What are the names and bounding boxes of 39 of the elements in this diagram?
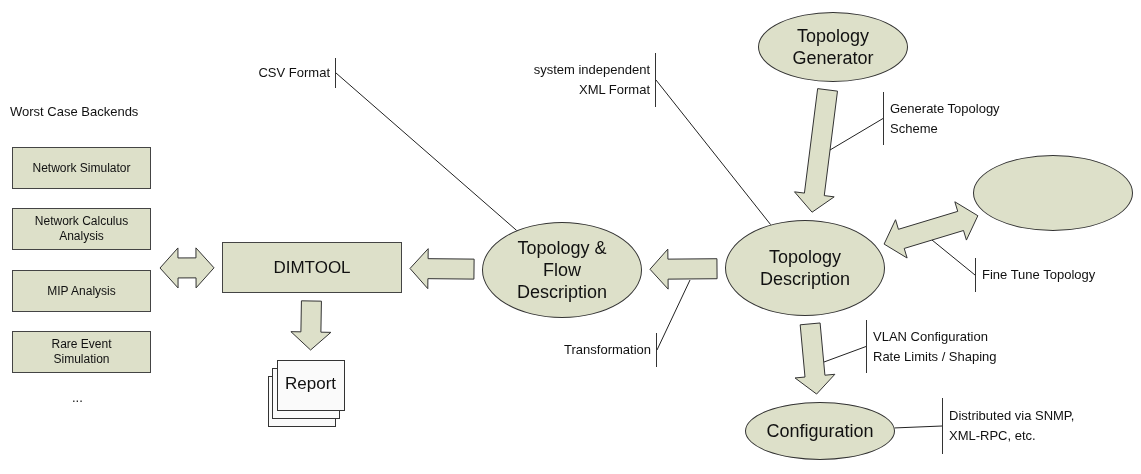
node-label: Network Calculus Analysis (33, 214, 130, 244)
leader-line (656, 279, 691, 351)
leader-line (894, 425, 943, 429)
node-label: Topology Generator (791, 25, 875, 69)
block-arrow (649, 248, 718, 290)
callout-text: Distributed via SNMP, XML-RPC, etc. (949, 407, 1076, 445)
callout-text: CSV Format (258, 64, 330, 82)
double-block-arrow (883, 201, 979, 259)
leader-line (931, 239, 976, 276)
node-label: Configuration (766, 420, 874, 442)
callout-text: system independent XML Format (532, 61, 650, 99)
callout-text: VLAN Configuration Rate Limits / Shaping (873, 327, 998, 366)
callout-text: Fine Tune Topology (982, 266, 1096, 284)
callout-text: Transformation (564, 341, 651, 359)
node-label: Topology Description (758, 246, 851, 290)
block-arrow (409, 248, 475, 290)
document-stack (266, 358, 346, 428)
block-arrow (794, 88, 838, 213)
ellipsis-text: ... (72, 390, 83, 405)
node-label: MIP Analysis (47, 283, 116, 299)
process-box (12, 147, 151, 189)
leader-line (655, 79, 772, 226)
node-label: DIMTOOL (273, 260, 351, 275)
block-arrow (290, 300, 332, 351)
process-box (12, 331, 151, 373)
node-label: Topology & Flow Description (515, 237, 608, 303)
block-arrow (794, 322, 836, 395)
double-block-arrow (159, 247, 215, 289)
node-label: Network Simulator (32, 160, 131, 176)
leader-line (823, 346, 867, 363)
process-box (12, 270, 151, 312)
callout-text: Generate Topology Scheme (890, 99, 1001, 138)
node-label: Report (284, 374, 337, 394)
group-heading: Worst Case Backends (10, 104, 139, 119)
leader-line (829, 118, 884, 151)
process-box (12, 208, 151, 250)
node-label: Rare Event Simulation (50, 337, 113, 367)
leader-line (335, 72, 518, 231)
process-box (222, 242, 402, 293)
